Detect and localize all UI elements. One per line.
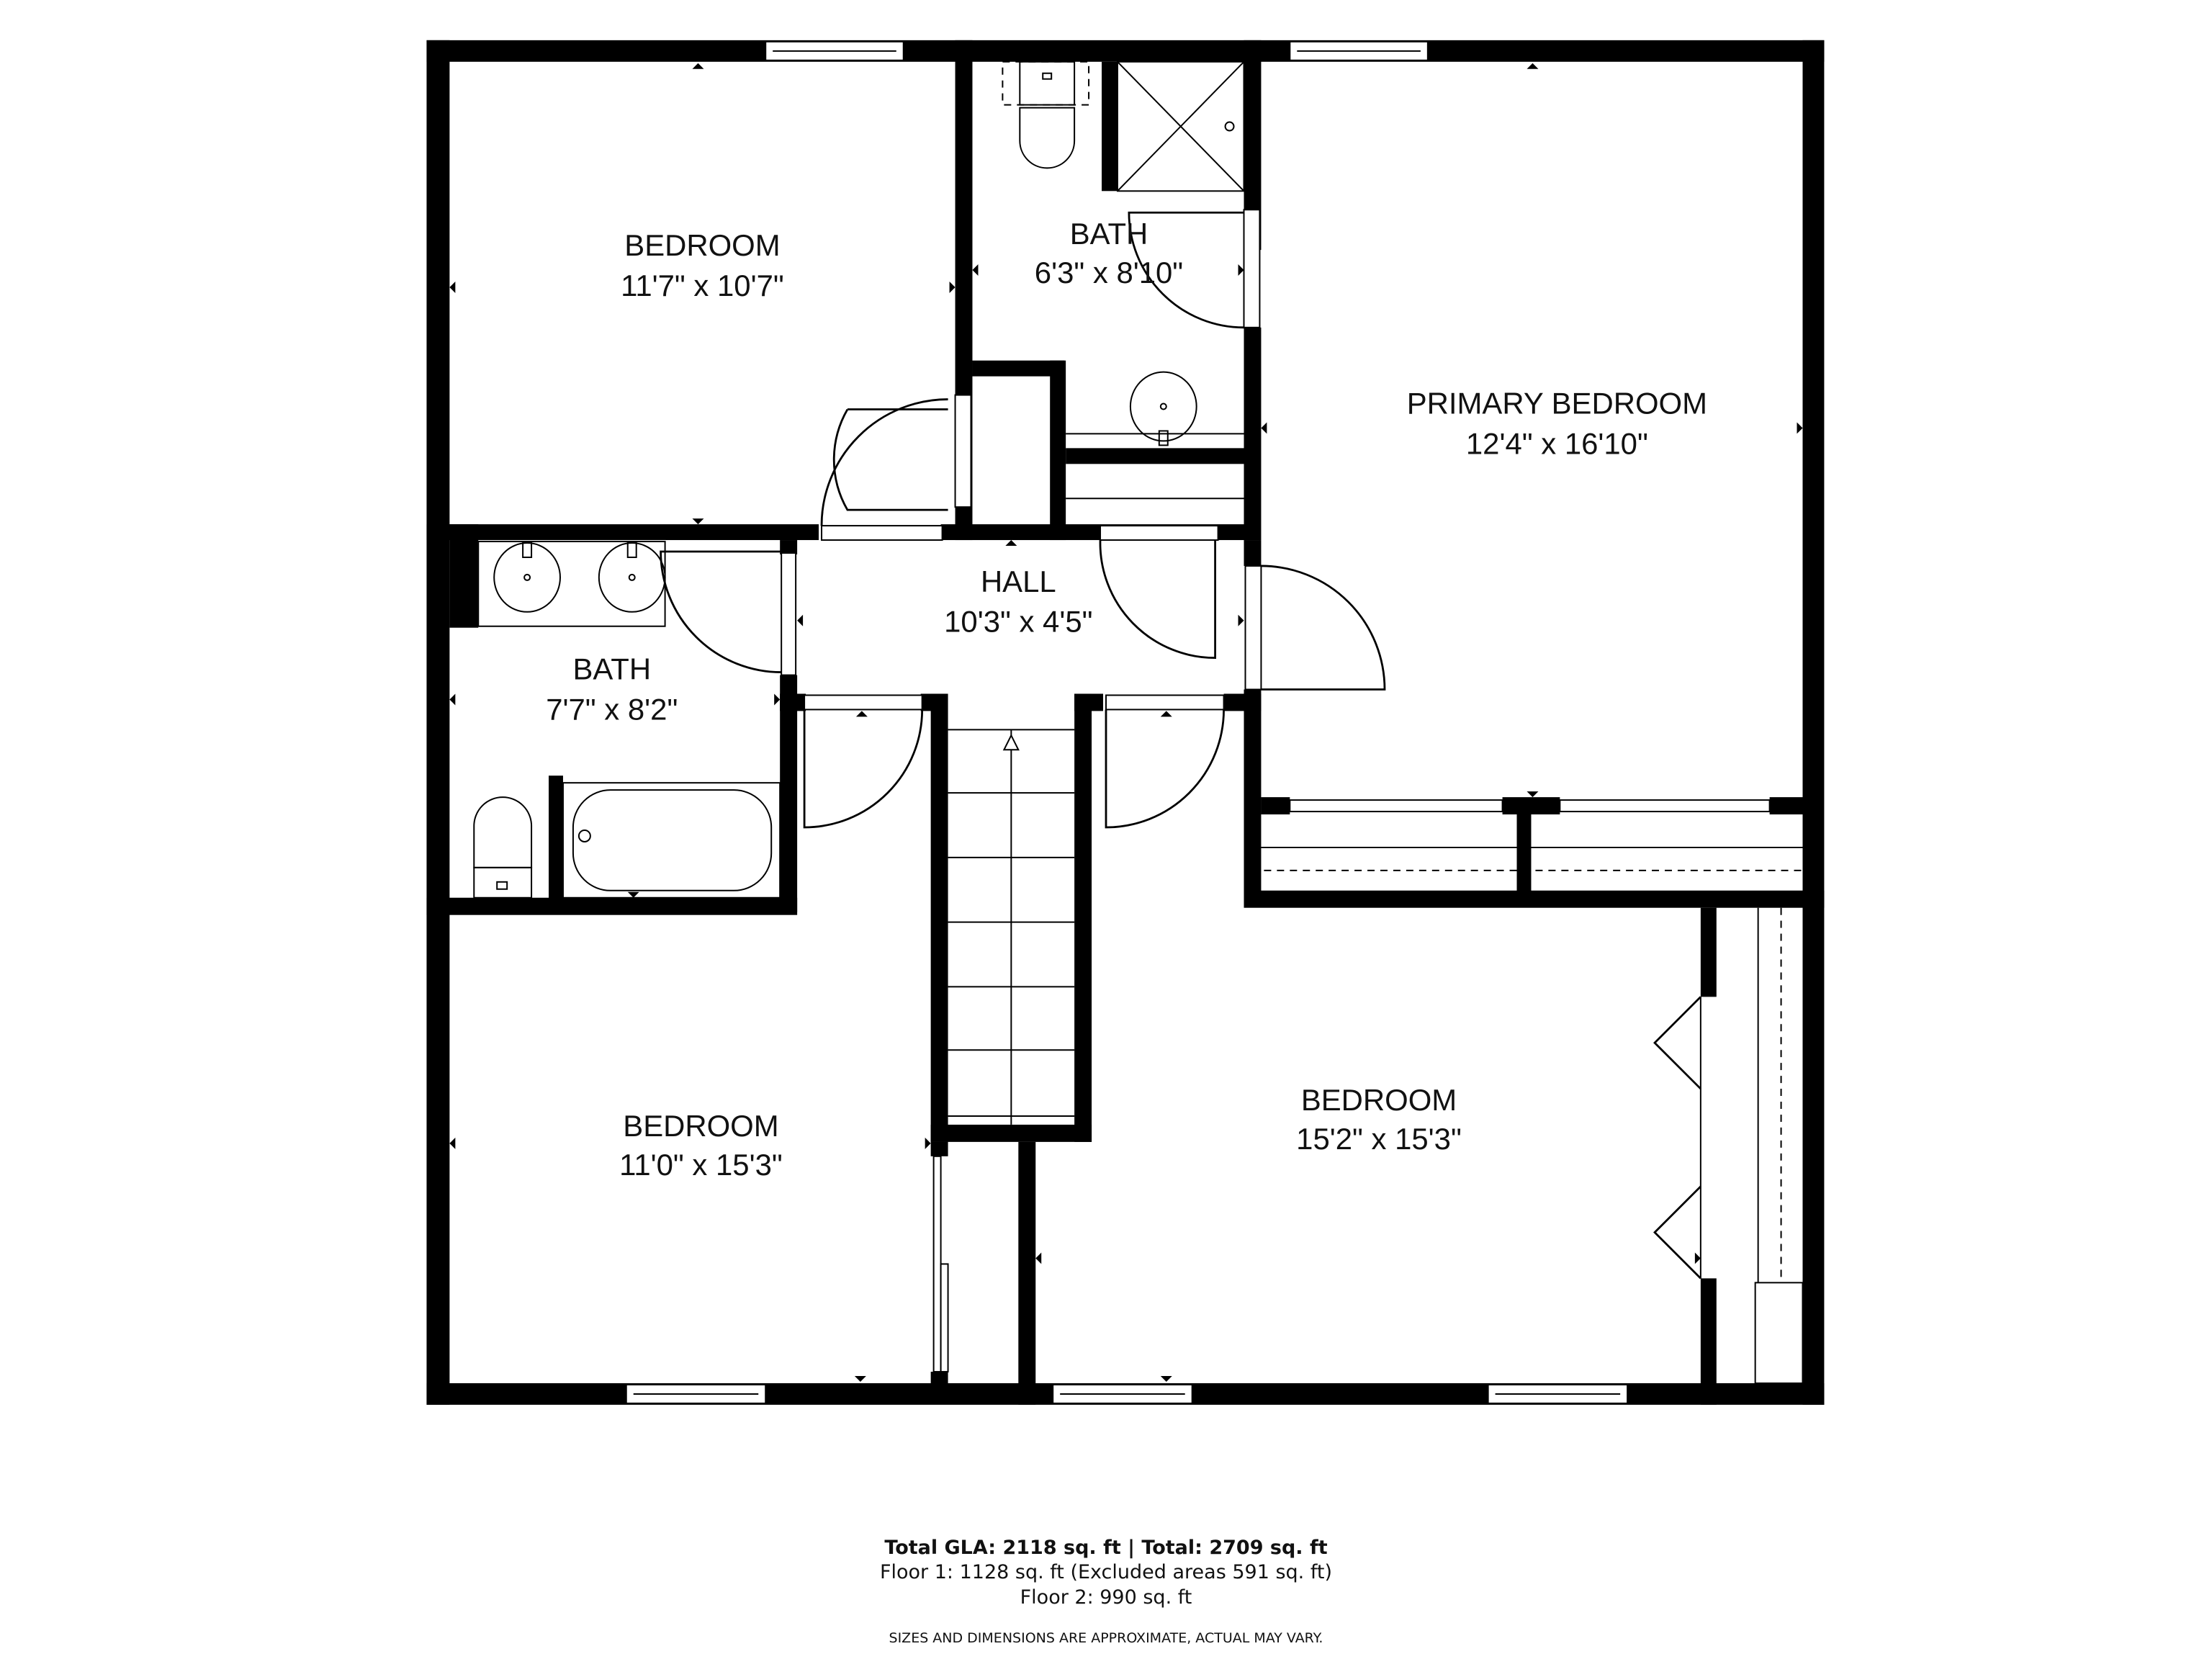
room-dims-bath-lower: 7'7" x 8'2" (546, 692, 678, 726)
room-name-bath-upper: BATH (1070, 217, 1148, 251)
doors (660, 209, 1771, 1373)
room-dims-bedroom-se: 15'2" x 15'3" (1296, 1122, 1462, 1156)
room-name-hall: HALL (981, 565, 1056, 598)
room-name-bedroom-nw: BEDROOM (624, 228, 780, 262)
room-name-bedroom-se: BEDROOM (1301, 1083, 1457, 1117)
floor2-area-text: Floor 2: 990 sq. ft (1020, 1586, 1192, 1609)
room-dims-bedroom-sw: 11'0" x 15'3" (619, 1148, 783, 1182)
room-name-bedroom-sw: BEDROOM (623, 1109, 778, 1143)
floor1-area-text: Floor 1: 1128 sq. ft (Excluded areas 591… (879, 1561, 1332, 1583)
room-dims-primary-bedroom: 12'4" x 16'10" (1466, 426, 1648, 460)
room-dims-hall: 10'3" x 4'5" (944, 605, 1092, 639)
staircase (948, 729, 1075, 1125)
room-dims-bath-upper: 6'3" x 8'10" (1035, 256, 1183, 289)
room-name-bath-lower: BATH (572, 652, 651, 686)
windows (625, 40, 1629, 1404)
room-labels: BEDROOM 11'7" x 10'7" BATH 6'3" x 8'10" … (546, 217, 1707, 1182)
dimension-markers (449, 63, 1803, 1382)
bath-fixtures (473, 60, 1245, 899)
room-dims-bedroom-nw: 11'7" x 10'7" (621, 269, 784, 302)
disclaimer-text: SIZES AND DIMENSIONS ARE APPROXIMATE, AC… (889, 1630, 1323, 1646)
closet-shelving (1066, 433, 1804, 1384)
room-name-primary-bedroom: PRIMARY BEDROOM (1407, 387, 1707, 421)
total-area-text: Total GLA: 2118 sq. ft | Total: 2709 sq.… (884, 1537, 1328, 1559)
